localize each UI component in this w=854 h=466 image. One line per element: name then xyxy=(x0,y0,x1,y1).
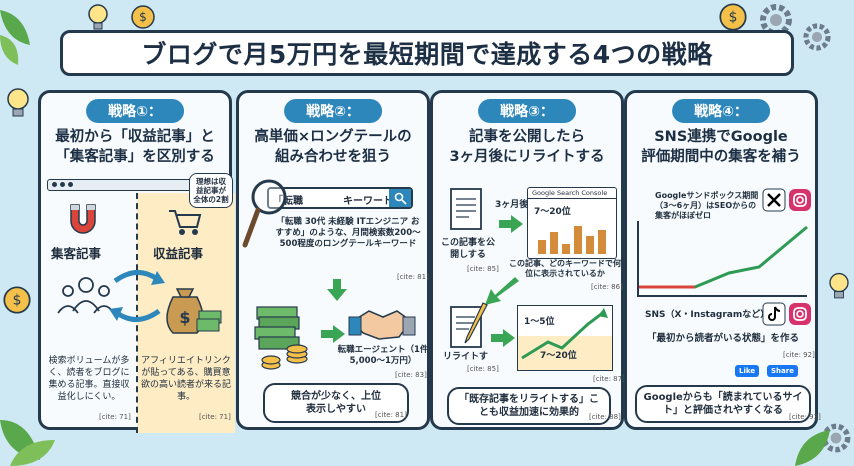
like-button[interactable]: Like xyxy=(735,365,760,377)
coin-icon: $ xyxy=(131,5,155,29)
strategy-4-benefit: Googleからも「読まれているサイト」と評価されやすくなる xyxy=(635,385,811,423)
reward-text: 転職エージェント（1件5,000〜1万円） xyxy=(337,345,429,366)
coin-icon: $ xyxy=(719,3,747,31)
share-button[interactable]: Share xyxy=(767,365,798,377)
strategy-4-panel: 戦略④： SNS連携でGoogle 評価期間中の集客を補う Googleサンドボ… xyxy=(624,90,821,430)
lightbulb-icon xyxy=(7,88,29,117)
strategy-3-heading: 記事を公開したら 3ヶ月後にリライトする xyxy=(449,129,605,165)
sns-label: SNS（X・Instagramなど） xyxy=(645,310,770,320)
cycle-arrows xyxy=(109,270,165,322)
strategy-1-heading: 最初から「収益記事」と 「集客記事」を区別する xyxy=(55,129,215,165)
strategy-2-heading: 高単価×ロングテールの 組み合わせを狙う xyxy=(254,129,412,165)
strategy-2-label: 戦略②： xyxy=(284,99,382,123)
gear-icon xyxy=(803,23,831,51)
pencil-icon xyxy=(450,302,488,348)
revenue-desc: アフィリエイトリンクが貼ってある、購買意欲の高い読者が来る記事。 xyxy=(141,356,232,402)
publish-text: この記事を公開しする xyxy=(440,238,495,260)
leaf-icon xyxy=(0,420,55,466)
rank-after-bottom: 7〜20位 xyxy=(540,351,577,361)
cash-icon xyxy=(254,306,308,370)
leaf-icon xyxy=(795,430,830,466)
money-bag-icon: $ xyxy=(166,288,222,334)
strategy-4-label: 戦略④： xyxy=(672,99,770,123)
magnifier-icon xyxy=(242,179,287,248)
check-text: この記事、どのキーワードで何位に表示されているか xyxy=(509,259,621,278)
cart-icon xyxy=(169,210,202,235)
ratio-note: 理想は収益記事が全体の2割 xyxy=(189,173,233,208)
coin-icon: $ xyxy=(3,286,31,314)
revenue-title: 収益記事 xyxy=(153,246,204,261)
strategy-2-benefit: 競合が少なく、上位表示しやすい xyxy=(263,383,409,423)
revenue-cite: [cite: 71] xyxy=(199,413,231,421)
rank-after-top: 1〜5位 xyxy=(524,317,555,327)
search-console-window: Google Search Console 7〜20位 xyxy=(527,187,617,259)
svg-text:$: $ xyxy=(13,293,22,309)
sandbox-text: Googleサンドボックス期間（3〜6ヶ月）はSEOからの集客がほぼゼロ xyxy=(655,191,759,220)
document-icon xyxy=(450,188,482,230)
acquisition-cite: [cite: 71] xyxy=(99,413,131,421)
reader-cite: [cite: 92] xyxy=(783,351,815,359)
instagram-icon xyxy=(789,189,811,211)
rank-before: 7〜20位 xyxy=(534,207,571,217)
rewrite-text: リライトす xyxy=(443,352,489,362)
x-logo-icon xyxy=(762,188,786,212)
strategy-2-panel: 戦略②： 高単価×ロングテールの 組み合わせを狙う 「転職 キーワード」 「転職… xyxy=(236,90,430,430)
arrow-down-left xyxy=(485,277,519,305)
strategy-3-label: 戦略③： xyxy=(478,99,576,123)
svg-text:$: $ xyxy=(179,308,190,327)
browser-bar xyxy=(47,179,223,191)
leaf-icon xyxy=(0,10,30,65)
rewrite-cite: [cite: 85] xyxy=(467,365,499,373)
traffic-growth-line xyxy=(639,225,808,289)
check-cite: [cite: 86] xyxy=(591,283,623,291)
strategy-1-label: 戦略①： xyxy=(86,99,184,123)
instagram-icon xyxy=(789,303,811,325)
magnet-icon xyxy=(70,204,96,234)
arrow-down xyxy=(327,279,347,301)
users-icon xyxy=(57,277,115,314)
tiktok-icon xyxy=(762,302,786,326)
benefit-cite: [cite: 93] xyxy=(789,413,821,421)
ranking-chart: 1〜5位 7〜20位 xyxy=(517,305,613,371)
strategy-3-benefit: 「既存記事をリライトする」ことも収益加速に効果的 xyxy=(447,387,611,425)
arrow-right xyxy=(321,325,345,343)
arrow-right xyxy=(499,215,523,233)
svg-text:$: $ xyxy=(729,10,738,26)
title-banner: ブログで月5万円を最短期間で達成する4つの戦略 xyxy=(60,30,794,76)
strategy-3-panel: 戦略③： 記事を公開したら 3ヶ月後にリライトする この記事を公開しする [ci… xyxy=(430,90,625,430)
search-icon xyxy=(394,192,407,205)
svg-text:$: $ xyxy=(139,10,147,24)
page-title: ブログで月5万円を最短期間で達成する4つの戦略 xyxy=(141,40,713,69)
benefit-cite: [cite: 88] xyxy=(589,413,621,421)
reward-cite: [cite: 83] xyxy=(395,371,427,379)
three-months-label: 3ヶ月後 xyxy=(495,200,529,210)
longtail-cite: [cite: 81] xyxy=(397,273,429,281)
arrow-right xyxy=(491,329,515,347)
longtail-example: 「転職 30代 未経験 ITエンジニア おすすめ」のような、月間検索数200〜5… xyxy=(275,217,421,249)
handshake-icon xyxy=(348,310,416,340)
lightbulb-icon xyxy=(88,4,108,30)
acquisition-desc: 検索ボリュームが多く、読者をブログに集める記事。直接収益化しにくい。 xyxy=(48,356,130,402)
reader-text: 「最初から読者がいる状態」を作る xyxy=(646,333,799,344)
chart-cite: [cite: 87] xyxy=(593,375,625,383)
benefit-cite: [cite: 81] xyxy=(375,411,407,419)
acquisition-title: 集客記事 xyxy=(51,246,102,261)
lightbulb-icon xyxy=(829,272,849,299)
strategy-4-heading: SNS連携でGoogle 評価期間中の集客を補う xyxy=(641,129,801,165)
keyword-search-box: 「転職 キーワード」 xyxy=(267,187,413,209)
strategy-1-panel: 戦略①： 最初から「収益記事」と 「集客記事」を区別する 理想は収益記事が全体の… xyxy=(38,90,235,433)
publish-cite: [cite: 85] xyxy=(467,265,499,273)
